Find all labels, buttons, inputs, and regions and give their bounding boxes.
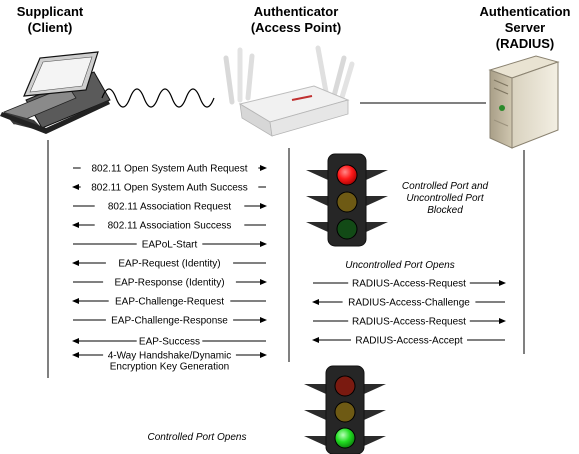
client-message-label-bg [136, 334, 203, 347]
message-arrows: 802.11 Open System Auth Request 802.11 Op… [72, 161, 506, 373]
client-message-label-bg [80, 180, 259, 193]
client-message-label: EAP-Response (Identity) [114, 278, 224, 289]
uncontrolled-port-opens-note: Uncontrolled Port Opens [326, 260, 474, 272]
blocked-note-line3: Blocked [427, 205, 463, 216]
supplicant-title: Supplicant [16, 4, 84, 19]
supplicant-subtitle: (Client) [27, 20, 73, 35]
uncontrolled-port-opens-text: Uncontrolled Port Opens [345, 260, 455, 271]
traffic-light-red-icon [306, 153, 388, 247]
client-message-label: 802.11 Association Success [108, 221, 232, 232]
laptop-icon [0, 51, 111, 134]
blocked-note: Controlled Port and Uncontrolled Port Bl… [386, 181, 504, 217]
client-message-label-bg [94, 218, 245, 231]
server-message-label: RADIUS-Access-Request [352, 317, 466, 328]
server-message-label-bg [348, 314, 470, 327]
server-message-label-bg [342, 295, 476, 308]
client-message-label-bg [105, 313, 234, 326]
traffic-light-green-icon [304, 365, 386, 454]
client-message-label-bg [103, 275, 236, 288]
blocked-note-line1: Controlled Port and [401, 181, 489, 192]
client-message-label: EAP-Success [139, 337, 200, 348]
server-subtitle: (RADIUS) [495, 36, 555, 51]
client-message-label-bg [105, 256, 234, 269]
server-message-label: RADIUS-Access-Request [352, 279, 466, 290]
access-point-icon [223, 45, 355, 137]
client-message-label: EAP-Request (Identity) [118, 259, 220, 270]
client-message-label: EAPoL-Start [142, 240, 198, 251]
client-message-label: 802.11 Open System Auth Request [91, 164, 247, 175]
server-message-label: RADIUS-Access-Accept [355, 336, 462, 347]
client-message-label: EAP-Challenge-Response [111, 316, 228, 327]
client-message-label: Encryption Key Generation [110, 362, 230, 373]
server-header: Authentication Server (RADIUS) [470, 4, 579, 52]
server-message-label-bg [348, 276, 470, 289]
controlled-port-opens-text: Controlled Port Opens [147, 432, 247, 443]
client-message-label: EAP-Challenge-Request [115, 297, 224, 308]
wireless-wave-icon [101, 88, 215, 108]
client-message-label: 4-Way Handshake/Dynamic [108, 351, 232, 362]
supplicant-header: Supplicant (Client) [0, 4, 100, 36]
server-icon [488, 55, 560, 149]
client-message-label-bg [136, 237, 203, 250]
client-message-label-bg [103, 348, 236, 361]
server-title-line2: Server [504, 20, 546, 35]
client-message-label-bg [80, 161, 259, 174]
client-message-label-bg [94, 199, 245, 212]
client-message-label: 802.11 Open System Auth Success [91, 183, 248, 194]
authenticator-header: Authenticator (Access Point) [236, 4, 356, 36]
server-message-label-bg [351, 333, 467, 346]
server-title-line1: Authentication [479, 4, 571, 19]
blocked-note-line2: Uncontrolled Port [406, 193, 484, 204]
authenticator-subtitle: (Access Point) [250, 20, 342, 35]
client-message-label: 802.11 Association Request [108, 202, 231, 213]
authenticator-title: Authenticator [253, 4, 339, 19]
controlled-port-opens-note: Controlled Port Opens [132, 432, 262, 444]
client-message-label-bg [108, 294, 231, 307]
server-message-label: RADIUS-Access-Challenge [348, 298, 470, 309]
